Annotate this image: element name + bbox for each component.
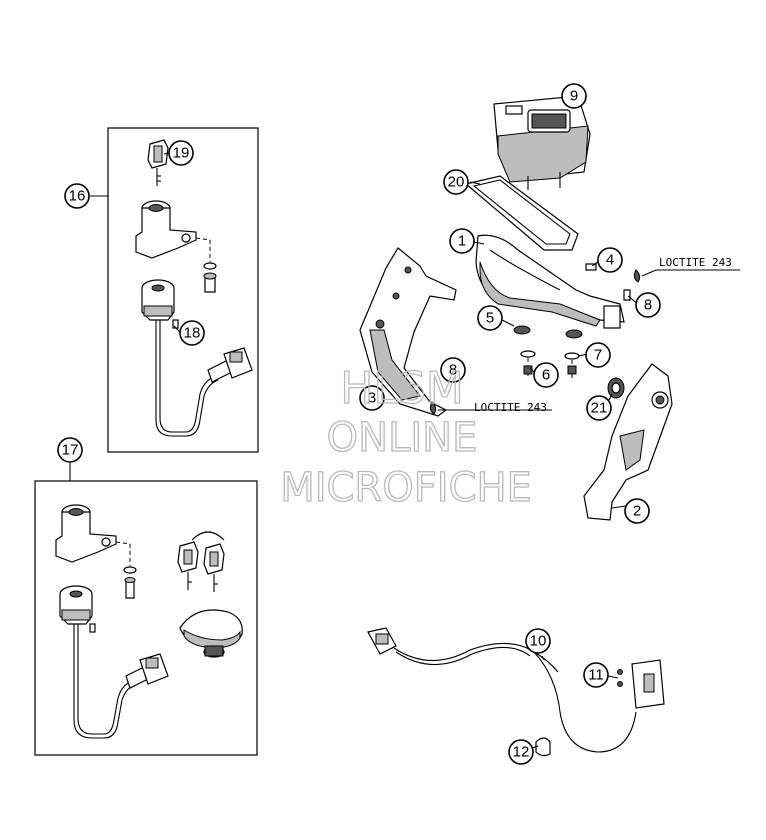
svg-text:21: 21 [591, 400, 608, 417]
svg-text:1: 1 [458, 233, 466, 250]
rubber-grommets [429, 263, 641, 415]
key-19 [147, 139, 169, 186]
svg-text:2: 2 [633, 503, 641, 520]
mask-1 [475, 234, 625, 329]
callout-18: 18 [179, 320, 205, 346]
callout-1: 1 [449, 228, 475, 254]
bracket-3 [359, 247, 457, 417]
svg-text:20: 20 [448, 174, 465, 191]
callout-8-mid: 8 [440, 357, 466, 383]
gasket-20 [464, 175, 579, 251]
svg-text:3: 3 [368, 390, 376, 407]
svg-text:6: 6 [542, 367, 550, 384]
keys-pair-17 [177, 531, 225, 592]
loctite-note-top: LOCTITE 243 [659, 256, 732, 269]
callout-17: 17 [57, 437, 83, 463]
watermark-line-3: MICROFICHE [280, 465, 532, 511]
svg-text:10: 10 [530, 633, 547, 650]
watermark-line-2: ONLINE [327, 415, 478, 461]
callout-9: 9 [561, 83, 587, 109]
switch-17 [59, 585, 169, 739]
svg-text:8: 8 [449, 362, 457, 379]
svg-text:12: 12 [513, 744, 530, 761]
callout-12: 12 [508, 739, 534, 765]
switch-18 [141, 279, 253, 437]
callout-6: 6 [533, 362, 559, 388]
group-box-16 [90, 127, 259, 453]
callout-5: 5 [477, 305, 503, 331]
callout-11: 11 [583, 662, 609, 688]
speedometer-9 [493, 95, 591, 190]
callout-10: 10 [525, 628, 551, 654]
ignition-lock-17 [55, 504, 137, 599]
svg-text:16: 16 [69, 188, 86, 205]
svg-text:7: 7 [594, 347, 602, 364]
notes: LOCTITE 243 LOCTITE 243 [474, 256, 732, 414]
callout-20: 20 [443, 169, 469, 195]
callout-4: 4 [597, 247, 623, 273]
callout-16: 16 [64, 183, 90, 209]
callout-8-top: 8 [635, 292, 661, 318]
callout-19: 19 [168, 140, 194, 166]
loctite-note-mid: LOCTITE 243 [474, 401, 547, 414]
tank-cap-17 [179, 609, 243, 658]
bracket-2 [583, 363, 673, 521]
wiring-harness-10 [367, 627, 665, 757]
svg-text:17: 17 [62, 442, 79, 459]
callout-7: 7 [585, 342, 611, 368]
watermark: HLSM ONLINE MICROFICHE [280, 362, 533, 511]
ignition-lock-16 [135, 200, 217, 293]
svg-text:11: 11 [588, 667, 604, 684]
svg-text:18: 18 [184, 325, 201, 342]
svg-text:19: 19 [173, 145, 190, 162]
group-box-17 [34, 463, 258, 756]
watermark-line-1: HLSM [340, 363, 464, 414]
callout-3: 3 [359, 385, 385, 411]
callout-2: 2 [624, 498, 650, 524]
callout-21: 21 [586, 395, 612, 421]
svg-text:4: 4 [606, 252, 614, 269]
svg-text:5: 5 [486, 310, 494, 327]
svg-text:8: 8 [644, 297, 652, 314]
svg-text:9: 9 [570, 88, 578, 105]
